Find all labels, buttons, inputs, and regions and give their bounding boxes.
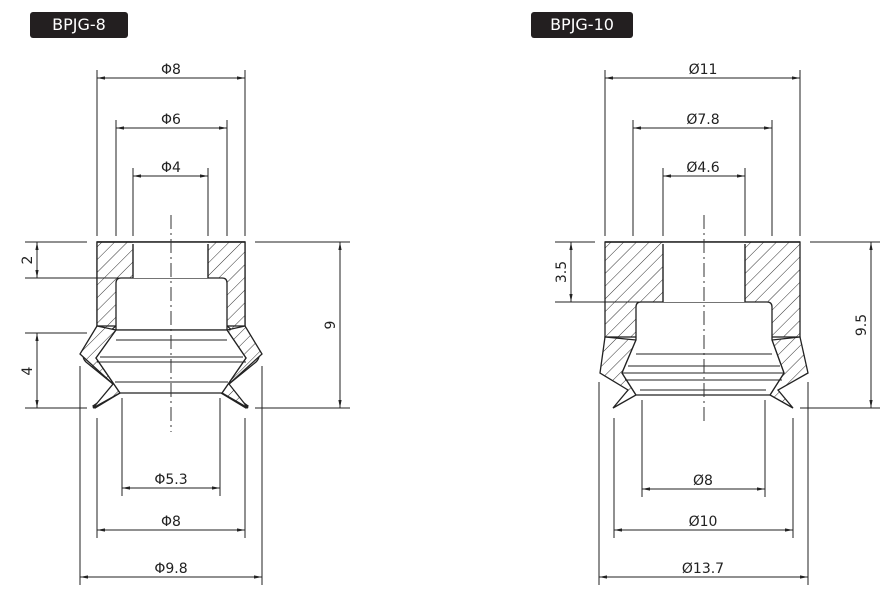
dim-top-outer: Ø11 — [689, 62, 718, 78]
drawing-bpjg-10: Ø11 Ø7.8 Ø4.6 Ø8 Ø10 Ø13.7 3.5 9.5 — [554, 62, 880, 585]
dim-top-inner: Ø4.6 — [686, 160, 719, 176]
dim-total-height: 9 — [323, 321, 339, 330]
dim-bottom-inner: Ø8 — [693, 473, 713, 489]
dim-bottom-outer: Φ9.8 — [154, 561, 187, 577]
dim-top-mid: Ø7.8 — [686, 112, 719, 128]
dim-bottom-inner: Φ5.3 — [154, 472, 187, 488]
drawing-bpjg-8: Φ8 Φ6 Φ4 Φ5.3 Φ8 Φ9.8 2 4 9 — [20, 62, 350, 585]
dim-top-outer: Φ8 — [161, 62, 181, 78]
dim-bellows-height: 4 — [20, 366, 36, 375]
dim-top-height: 3.5 — [554, 261, 570, 283]
dim-bottom-outer: Ø13.7 — [682, 561, 724, 577]
model-badge-bpjg-10: BPJG-10 — [531, 12, 633, 38]
dim-top-height: 2 — [20, 256, 36, 265]
dim-bottom-mid: Φ8 — [161, 514, 181, 530]
dim-top-mid: Φ6 — [161, 112, 181, 128]
dim-bottom-mid: Ø10 — [689, 514, 718, 530]
model-badge-bpjg-8: BPJG-8 — [30, 12, 128, 38]
dim-total-height: 9.5 — [854, 314, 870, 336]
dim-top-inner: Φ4 — [161, 160, 181, 176]
